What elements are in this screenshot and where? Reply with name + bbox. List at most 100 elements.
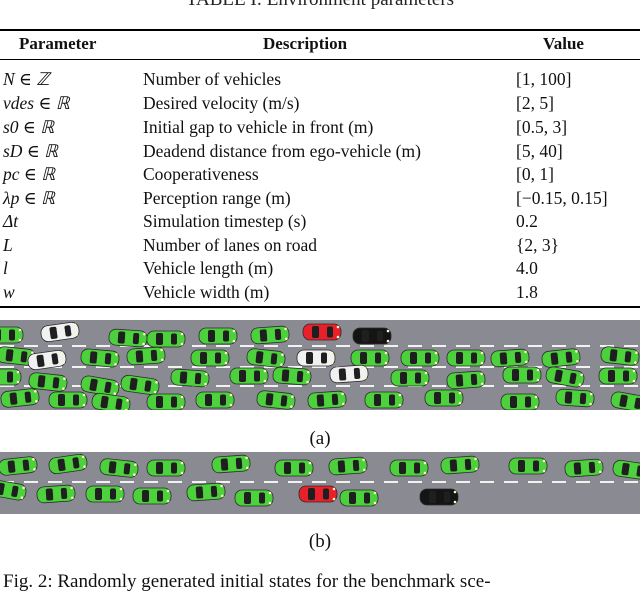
car-green	[307, 390, 347, 410]
car-green	[600, 346, 640, 366]
value-cell: 4.0	[516, 258, 538, 278]
value-cell: [2, 5]	[516, 93, 554, 113]
value-cell: 0.2	[516, 211, 538, 231]
description-cell: Cooperativeness	[143, 164, 259, 184]
table-bottom-rule	[0, 306, 640, 308]
car-green	[0, 456, 38, 476]
param-cell: pc ∈ ℝ	[3, 164, 56, 184]
car-green	[390, 369, 430, 387]
car-green	[400, 349, 440, 367]
table-caption: TABLE I: Environment parameters	[0, 0, 640, 9]
car-green	[274, 459, 314, 477]
car-green	[0, 479, 27, 501]
description-cell: Deadend distance from ego-vehicle (m)	[143, 141, 421, 161]
car-green	[146, 330, 186, 348]
car-green	[80, 375, 120, 397]
car-green	[424, 389, 464, 407]
value-cell: [0.5, 3]	[516, 117, 568, 137]
value-cell: {2, 3}	[516, 235, 560, 255]
description-cell: Vehicle width (m)	[143, 282, 270, 302]
description-cell: Number of vehicles	[143, 69, 282, 89]
description-cell: Number of lanes on road	[143, 235, 317, 255]
car-green	[190, 349, 230, 367]
table-top-rule	[0, 29, 640, 31]
subfigure-label-a: (a)	[309, 428, 331, 449]
param-cell: λp ∈ ℝ	[3, 188, 55, 208]
car-green	[132, 487, 172, 505]
car-green	[108, 328, 148, 348]
car-green	[91, 392, 131, 410]
car-green	[195, 391, 235, 409]
param-cell: vdes ∈ ℝ	[3, 93, 70, 113]
car-green	[85, 485, 125, 503]
description-cell: Vehicle length (m)	[143, 258, 274, 278]
car-green	[598, 367, 638, 385]
car-green	[246, 348, 286, 368]
table-row: Δt Simulation timestep (s) 0.2	[0, 210, 640, 233]
car-green	[555, 388, 595, 408]
car-green	[500, 393, 540, 410]
car-green	[0, 388, 40, 408]
car-green	[490, 348, 530, 368]
description-cell: Initial gap to vehicle in front (m)	[143, 117, 374, 137]
car-green	[541, 348, 581, 368]
car-green	[186, 482, 226, 502]
figure-caption: Fig. 2: Randomly generated initial state…	[3, 571, 491, 592]
value-cell: 1.8	[516, 282, 538, 302]
table-row: w Vehicle width (m) 1.8	[0, 281, 640, 304]
table-row: λp ∈ ℝ Perception range (m) [−0.15, 0.15…	[0, 187, 640, 210]
car-green	[234, 489, 274, 507]
car-green	[170, 368, 210, 388]
car-green	[446, 370, 486, 390]
value-cell: [−0.15, 0.15]	[516, 188, 608, 208]
header-value: Value	[543, 34, 584, 53]
table-row: N ∈ ℤ Number of vehicles [1, 100]	[0, 68, 640, 91]
car-green	[0, 326, 24, 344]
description-cell: Desired velocity (m/s)	[143, 93, 300, 113]
car-green	[389, 459, 429, 477]
car-green	[48, 453, 88, 475]
car-green	[48, 391, 88, 409]
param-cell: l	[3, 258, 8, 278]
car-green	[28, 372, 68, 392]
description-cell: Perception range (m)	[143, 188, 291, 208]
table-row: l Vehicle length (m) 4.0	[0, 257, 640, 280]
car-green	[328, 456, 368, 476]
car-green	[440, 455, 480, 475]
table-row: s0 ∈ ℝ Initial gap to vehicle in front (…	[0, 116, 640, 139]
param-cell: w	[3, 282, 15, 302]
car-green	[120, 374, 160, 396]
car-green	[146, 459, 186, 477]
car-green	[99, 458, 139, 478]
value-cell: [5, 40]	[516, 141, 563, 161]
car-green	[0, 368, 22, 386]
value-cell: [0, 1]	[516, 164, 554, 184]
car-green	[80, 348, 120, 368]
car-red	[302, 323, 342, 341]
table-row: L Number of lanes on road {2, 3}	[0, 234, 640, 257]
road-scene-b	[0, 452, 640, 514]
car-white	[40, 321, 80, 343]
car-black	[352, 327, 392, 345]
car-green	[0, 346, 36, 366]
car-green	[250, 325, 290, 345]
value-cell: [1, 100]	[516, 69, 572, 89]
car-green	[272, 366, 312, 386]
param-cell: sD ∈ ℝ	[3, 141, 59, 161]
param-cell: L	[3, 235, 13, 255]
car-green	[502, 366, 542, 384]
description-cell: Simulation timestep (s)	[143, 211, 307, 231]
param-cell: N ∈ ℤ	[3, 69, 50, 89]
header-description: Description	[263, 34, 348, 53]
car-white	[296, 349, 336, 367]
car-white	[27, 349, 67, 371]
car-green	[126, 346, 166, 366]
table-header-rule	[0, 59, 640, 60]
car-green	[350, 349, 390, 367]
car-green	[256, 390, 296, 410]
car-green	[211, 454, 251, 474]
car-green	[508, 457, 548, 475]
car-red	[298, 485, 338, 503]
car-green	[36, 484, 76, 504]
car-green	[564, 458, 604, 478]
